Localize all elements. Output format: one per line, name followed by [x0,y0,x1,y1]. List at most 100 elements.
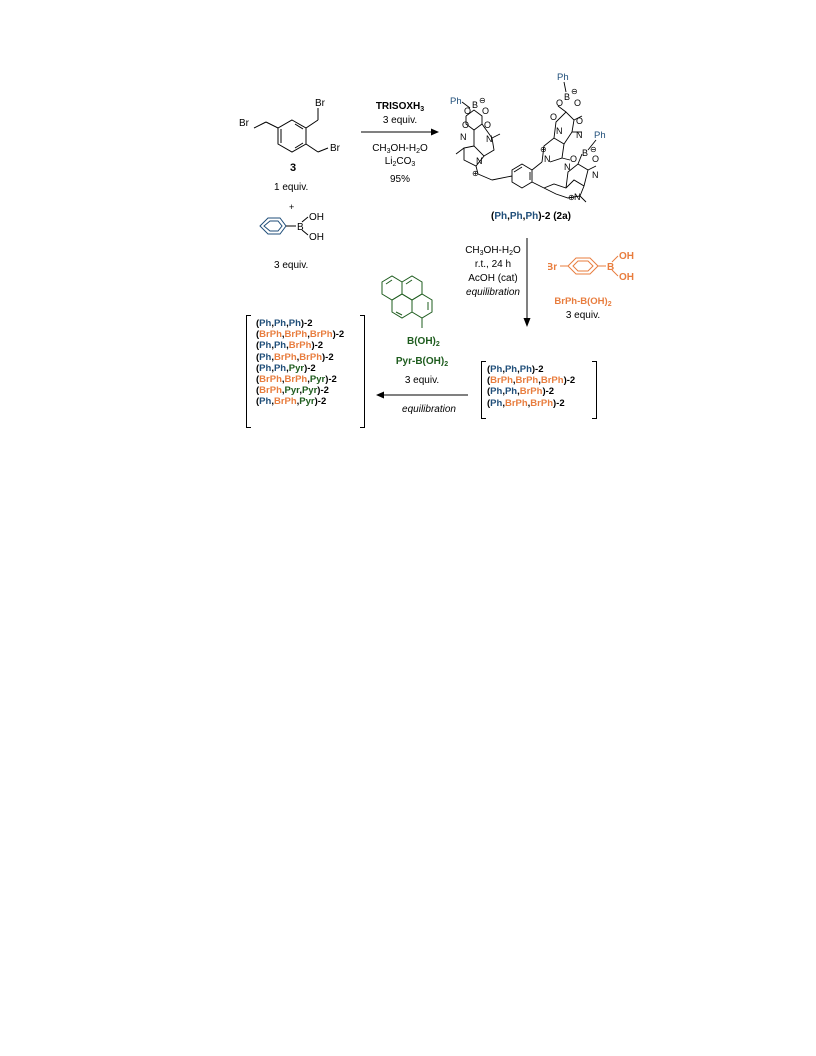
svg-text:B: B [607,262,614,273]
mixture-entry-part: )-2 [311,340,324,352]
svg-text:O: O [550,112,557,122]
mixture-entry-part: ( [256,340,260,352]
pyrene-boron-label: B(OH)2 [407,336,440,348]
mixture-entry-part: ( [256,318,260,329]
mixture-entry-part: Pyr [299,396,315,408]
yield-label: 95% [389,174,410,185]
step3-equilibration: equilibration [402,404,456,415]
product-name-part: , [522,211,526,222]
svg-text:O: O [570,154,577,164]
bromophenylboronic-acid-name: BrPh-B(OH)2 [554,296,612,308]
mixture-entry: (BrPh,BrPh,Pyr)-2 [256,374,344,385]
svg-text:B: B [582,148,588,158]
svg-text:B: B [472,100,478,110]
mixture-entry-part: Ph [259,318,272,329]
reaction-arrow-left [376,391,468,399]
br-label: Br [315,98,326,109]
mixture-entry-part: BrPh [309,329,333,341]
ph-label: Ph [557,72,569,83]
mixture-entry-part: , [281,385,285,397]
mixture-entry-part: )-2 [332,329,345,341]
mixture-entry-part: BrPh [530,397,553,409]
pyrene-equiv: 3 equiv. [404,375,440,386]
svg-text:B: B [564,92,570,102]
mixture-entry-part: , [281,329,285,341]
ph-label: Ph [450,96,462,107]
mixture-entry-part: Ph [259,340,272,352]
mixture-entry-part: , [307,329,310,341]
br-label: Br [330,143,341,154]
mixture-entry-part: , [502,364,505,375]
mixture-entry-part: BrPh [284,374,308,386]
mixture-entry-part: , [271,362,274,374]
mixture-entry: (BrPh,Pyr,Pyr)-2 [256,385,344,396]
mixture1-bracket-right [592,361,597,419]
mixture-entry-part: , [517,386,520,398]
mixture-entry-part: , [271,340,274,352]
mixture-entry-part: Ph [490,397,503,409]
mixture1-bracket-left [481,361,486,419]
solvent-label: CH3OH-H2O [372,143,428,155]
mixture-entry-part: , [538,375,541,387]
step2-time: r.t., 24 h [474,259,512,270]
mixture-entry-part: Ph [259,396,272,408]
mixture-entry-part: ( [487,364,491,375]
mixture-entry-part: Ph [504,364,518,375]
mixture-entry-part: )-2 [317,385,329,397]
step2-solvent: CH3OH-H2O [465,245,521,257]
mixture-entry-part: ( [256,396,260,408]
product-name-part: Ph [509,211,523,222]
product-name-part: Ph [494,211,508,222]
svg-text:N: N [476,156,483,166]
product-name-part: ( [490,211,495,222]
base-label: Li2CO3 [384,156,416,168]
pyrene-boronic-acid-structure [381,275,433,328]
mixture-entry-part: ( [256,374,260,386]
mixture-entry-part: , [517,364,520,375]
svg-text:N: N [576,130,583,140]
boronic-equiv-label: 3 equiv. [274,260,309,271]
mixture2-bracket-right [360,315,365,428]
mixture-entry-part: Ph [490,386,503,398]
svg-text:O: O [462,120,469,130]
mixture-entry-part: BrPh [540,375,564,387]
svg-text:⊕: ⊕ [540,145,547,154]
mixture-entry-part: , [286,362,289,374]
mixture-entry-part: Ph [288,318,301,329]
mixture-entry-part: , [307,374,310,386]
mixture-entry-part: )-2 [325,374,337,386]
mixture-entry-part: )-2 [304,362,316,374]
mixture-entry-part: Ph [519,364,532,375]
svg-text:Br: Br [548,262,557,273]
mixture-entry-part: Ph [273,318,287,329]
reagent-trisox: TRISOXH3 [375,101,425,113]
mixture-entry-part: , [296,351,300,363]
svg-text:O: O [592,154,599,164]
mixture-entry-part: , [527,397,531,409]
mixture-entry-part: ( [487,397,491,409]
mixture-entry-part: BrPh [515,375,539,387]
mixture-entry-part: Ph [259,351,272,363]
svg-text:O: O [482,106,489,116]
mixture-entry-part: Ph [273,362,287,374]
mixture-entry-part: BrPh [519,386,543,398]
mixture-entry: (BrPh,BrPh,BrPh)-2 [256,329,344,340]
mixture-entry-part: )-2 [553,397,565,409]
step2-catalyst: AcOH (cat) [468,273,518,284]
tribromide-structure: Br Br Br [239,98,341,154]
br-label: Br [239,118,250,129]
mixture-entry-part: , [299,385,302,397]
mixture-entry-part: )-2 [563,375,576,387]
mixture-entry-part: ( [256,385,260,397]
svg-text:N: N [544,154,551,164]
mixture-entry-part: Ph [259,362,272,374]
reaction-arrow-down [523,238,531,327]
svg-text:N: N [574,192,581,202]
mixture-entry: (Ph,Ph,BrPh)-2 [487,386,575,397]
mixture-entry: (BrPh,BrPh,BrPh)-2 [487,375,575,386]
mixture-entry-part: Ph [504,386,518,398]
mixture-entry-part: Pyr [309,374,326,386]
mixture-entry-part: BrPh [504,397,528,409]
mixture-entry-part: )-2 [314,396,327,408]
